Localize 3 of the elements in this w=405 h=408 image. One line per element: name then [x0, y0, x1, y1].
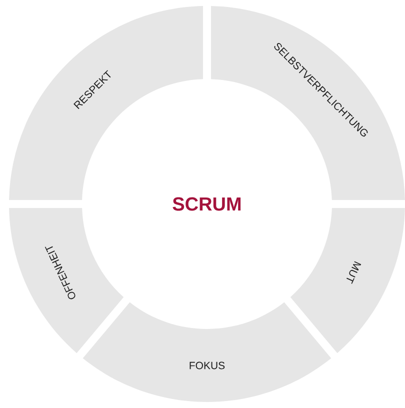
title: SCRUM	[172, 197, 241, 211]
ring-segment: MUT	[290, 208, 405, 354]
ring-segment: FOKUS	[82, 302, 332, 402]
